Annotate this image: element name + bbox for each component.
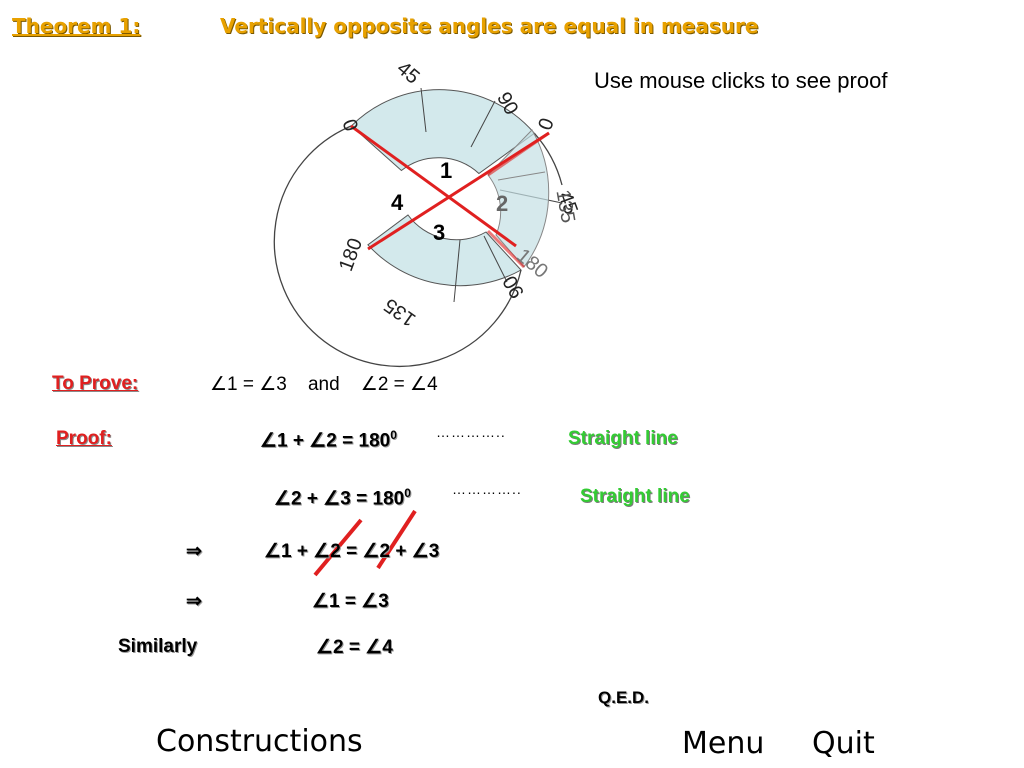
to-prove-statement: ∠1 = ∠3 and ∠2 = ∠4 — [210, 374, 438, 395]
tick-label-135-left: 135 — [380, 294, 420, 331]
proof-label: Proof: — [56, 428, 112, 449]
to-prove-label: To Prove: — [52, 373, 139, 394]
tick-45 — [420, 87, 427, 133]
protractor-outer-arc — [273, 125, 522, 367]
implies-icon-1: ⇒ — [186, 541, 202, 562]
proof-step-2-dots: ………….. — [452, 481, 522, 497]
tick-90 — [470, 100, 496, 148]
angle-2-label: 2 — [496, 191, 508, 216]
hint-text: Use mouse clicks to see proof — [594, 68, 888, 93]
proof-step-1-reason: Straight line — [568, 428, 678, 449]
tick-label-180-left: 180 — [335, 235, 367, 274]
proof-result: ∠1 = ∠3 — [312, 591, 389, 612]
strike-angle-2-right — [376, 509, 417, 570]
protractor-left-ring — [350, 89, 536, 175]
tick-label-135-right: 135 — [551, 188, 578, 225]
tick-135 — [453, 239, 461, 303]
proof-combined: ∠1 + ∠2 = ∠2 + ∠3 — [264, 541, 440, 562]
angle-4-label: 4 — [391, 190, 404, 215]
tick-label-0-right: 0 — [533, 115, 557, 133]
proof-step-1-dots: ………….. — [436, 424, 506, 440]
proof-step-1: ∠1 + ∠2 = 1800 — [260, 428, 397, 452]
angle-3-label: 3 — [433, 220, 445, 245]
tick-label-45-left: 45 — [392, 57, 423, 88]
tick-90-lower — [483, 235, 508, 283]
constructions-link[interactable]: Constructions — [156, 724, 363, 759]
similarly-label: Similarly — [118, 636, 198, 657]
quit-link[interactable]: Quit — [812, 726, 875, 761]
proof-step-2-reason: Straight line — [580, 486, 690, 507]
qed-text: Q.E.D. — [598, 688, 650, 707]
angle-1-label: 1 — [440, 158, 452, 183]
line-ab — [350, 124, 517, 248]
protractor-outer-arc-right — [533, 132, 563, 186]
implies-icon-2: ⇒ — [186, 591, 202, 612]
tick-right-45 — [497, 171, 546, 181]
menu-link[interactable]: Menu — [682, 726, 765, 761]
similarly-result: ∠2 = ∠4 — [316, 637, 393, 658]
protractor-left[interactable] — [273, 87, 563, 367]
theorem-statement: Vertically opposite angles are equal in … — [220, 14, 759, 38]
red-ray-right — [486, 229, 526, 269]
line-cd — [367, 131, 550, 251]
strike-angle-2-left — [313, 518, 363, 577]
proof-step-2: ∠2 + ∠3 = 1800 — [274, 486, 411, 510]
theorem-label: Theorem 1: — [12, 14, 141, 38]
